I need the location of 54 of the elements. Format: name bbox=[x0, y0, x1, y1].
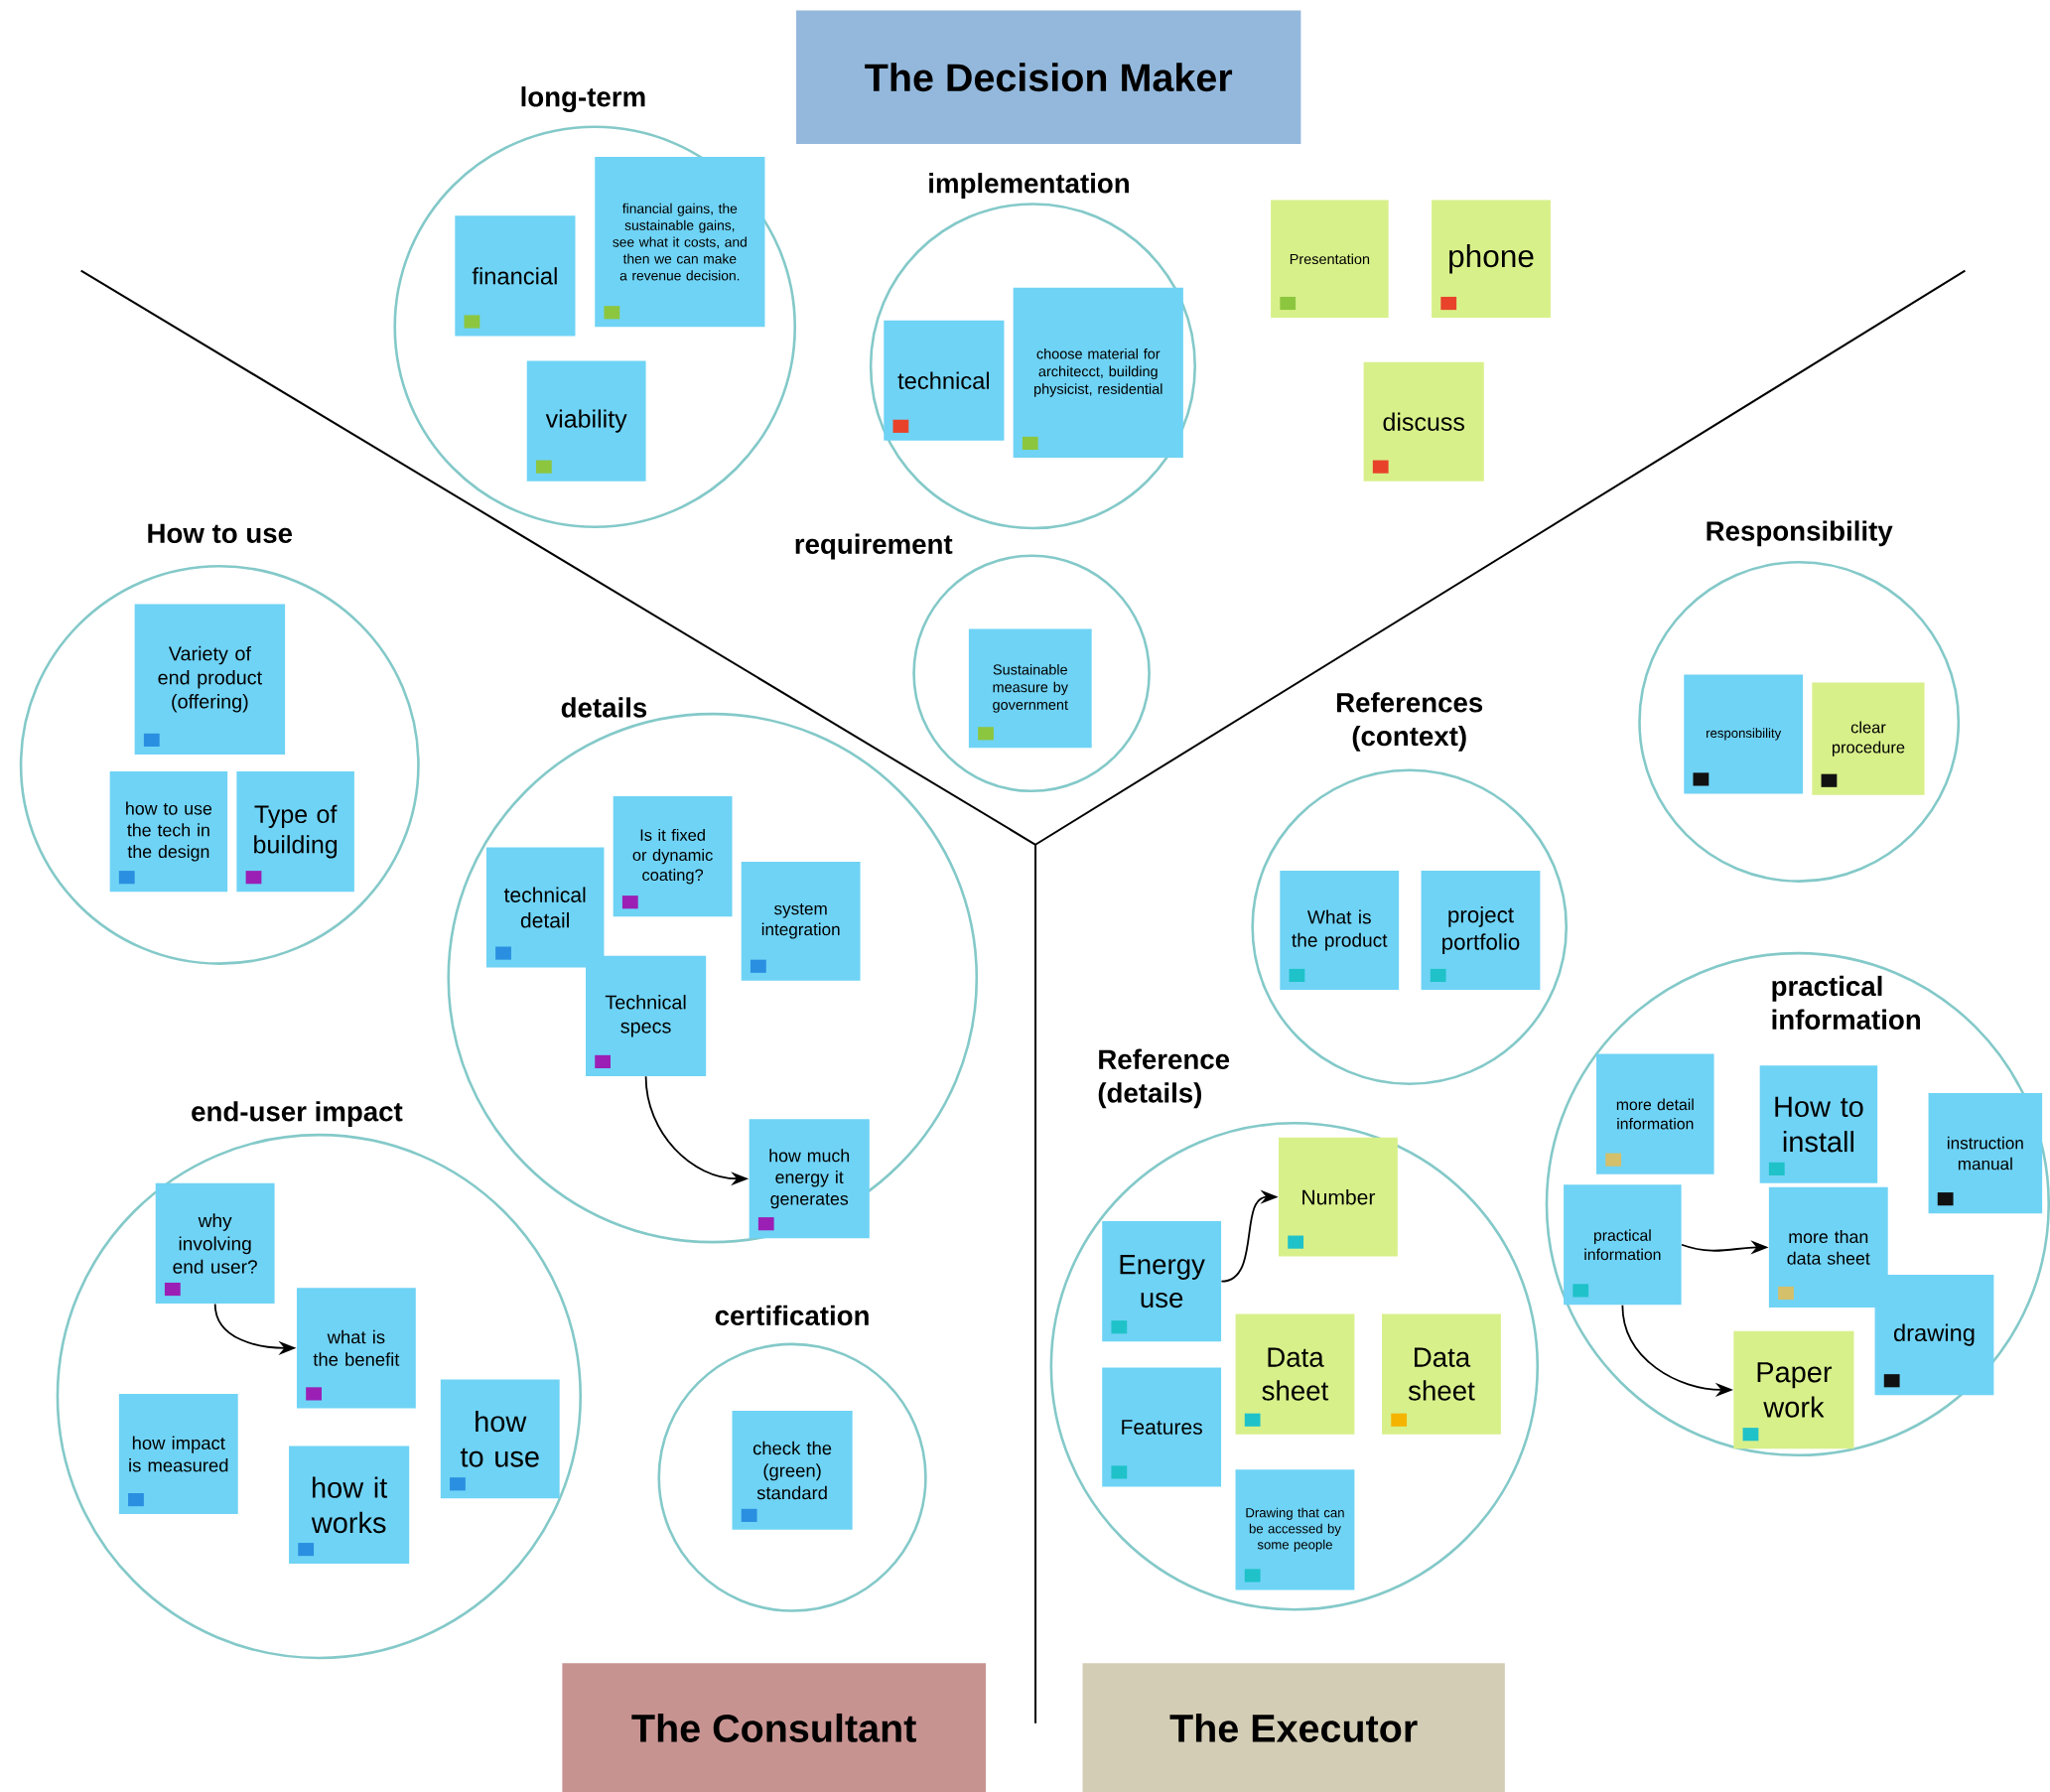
sticky-note: Sustainable measure by government bbox=[968, 628, 1092, 749]
cluster-heading: end-user impact bbox=[192, 1101, 403, 1127]
sticky-note: What is the product bbox=[1280, 871, 1400, 990]
sticky-note: practical information bbox=[1564, 1184, 1682, 1306]
sticky-note: Features bbox=[1102, 1367, 1222, 1487]
sticky-note: how much energy it generates bbox=[749, 1119, 870, 1239]
sticky-note: clear procedure bbox=[1812, 682, 1925, 795]
sticky-note: why involving end user? bbox=[155, 1182, 275, 1305]
sticky-note: check the (green) standard bbox=[732, 1411, 853, 1530]
sticky-note: discuss bbox=[1363, 361, 1484, 482]
sticky-note: phone bbox=[1432, 200, 1551, 319]
sticky-note: Variety of end product (offering) bbox=[134, 604, 286, 755]
sticky-note: how impact is measured bbox=[118, 1393, 238, 1515]
role-box: The Consultant bbox=[562, 1663, 986, 1792]
cluster-heading: Reference (details) bbox=[1098, 1048, 1230, 1109]
sticky-note: Is it fixed or dynamic coating? bbox=[613, 796, 733, 917]
cluster-heading: implementation bbox=[929, 173, 1129, 199]
sticky-note: instruction manual bbox=[1928, 1093, 2043, 1214]
sticky-note: Energy use bbox=[1102, 1221, 1222, 1342]
sticky-note: system integration bbox=[741, 861, 861, 981]
cluster-heading: Responsibility bbox=[1707, 520, 1893, 547]
cluster-heading: References (context) bbox=[1337, 692, 1483, 752]
cluster-heading: requirement bbox=[795, 533, 953, 560]
sticky-note: Data sheet bbox=[1382, 1313, 1501, 1435]
sticky-note: technical bbox=[884, 320, 1005, 441]
cluster-heading: practical information bbox=[1772, 975, 1920, 1030]
sticky-note: more than data sheet bbox=[1768, 1186, 1888, 1308]
sticky-note: viability bbox=[526, 360, 646, 482]
sticky-note: responsibility bbox=[1684, 674, 1804, 794]
sticky-note: financial gains, the sustainable gains, see what it costs, and then we can make a revenue decision. bbox=[595, 157, 765, 328]
sticky-note: Technical specs bbox=[586, 955, 707, 1076]
sticky-note: Type of building bbox=[236, 771, 354, 893]
role-box: The Decision Maker bbox=[796, 10, 1301, 144]
sticky-note: what is the benefit bbox=[296, 1288, 416, 1409]
sticky-note: more detail information bbox=[1596, 1053, 1714, 1174]
role-box: The Executor bbox=[1082, 1663, 1505, 1792]
sticky-note: How to install bbox=[1759, 1065, 1878, 1183]
sticky-note: how it works bbox=[289, 1446, 410, 1565]
sticky-note: choose material for architecct, building physicist, residential bbox=[1013, 287, 1183, 458]
sticky-note: financial bbox=[455, 215, 576, 337]
sticky-note: Number bbox=[1279, 1137, 1398, 1257]
sticky-note: Paper work bbox=[1733, 1330, 1854, 1449]
sticky-note: technical detail bbox=[485, 847, 605, 968]
sticky-note: how to use the tech in the design bbox=[109, 771, 228, 893]
sticky-note: drawing bbox=[1874, 1275, 1994, 1396]
cluster-heading: How to use bbox=[148, 523, 293, 543]
sticky-note: project portfolio bbox=[1421, 871, 1541, 990]
sticky-note: Drawing that can be accessed by some people bbox=[1235, 1469, 1355, 1590]
sticky-note: Data sheet bbox=[1235, 1313, 1355, 1435]
sticky-note: how to use bbox=[440, 1379, 560, 1499]
cluster-heading: details bbox=[561, 697, 647, 718]
sticky-note: Presentation bbox=[1271, 200, 1389, 319]
cluster-heading: long-term bbox=[521, 86, 645, 113]
cluster-heading: certification bbox=[715, 1305, 869, 1326]
